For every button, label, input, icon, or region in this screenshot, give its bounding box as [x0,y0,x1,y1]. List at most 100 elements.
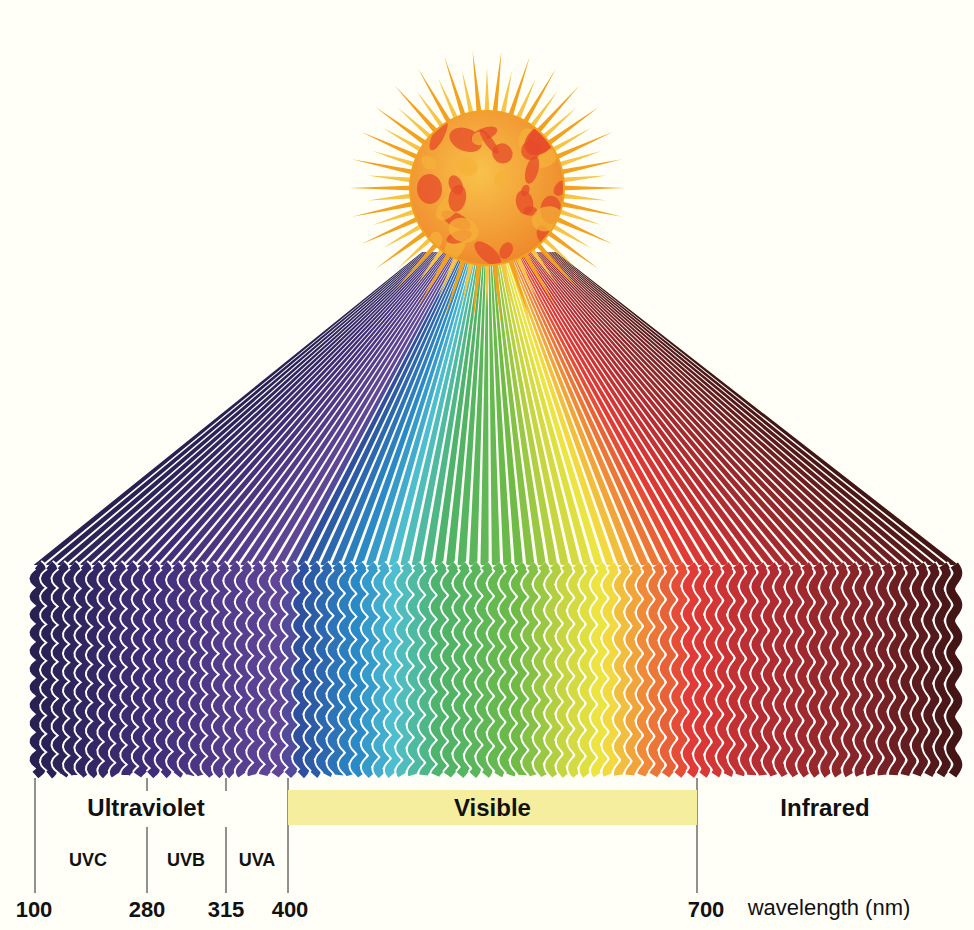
wave-gap [229,565,236,775]
uv-band-label: UVA [239,850,276,871]
wave-band [34,565,958,775]
fan-ray [531,252,798,565]
axis-ticks [35,778,697,893]
wave-gap [401,565,408,775]
wave-gap [424,565,431,775]
edge-mask [966,561,974,781]
fan-ray [550,252,924,565]
fan-ray [522,252,730,565]
fan-ray [546,252,901,565]
sun [349,51,625,325]
sun-ray [484,68,489,115]
fan-ray [540,252,856,565]
sun-ray [352,201,416,217]
fan-ray [525,252,752,565]
wave-gap [825,565,832,775]
sun-ray [500,259,512,306]
tick-line [35,778,36,893]
sun-ray [560,185,625,190]
wave-gap [527,565,534,775]
sun-ray [514,254,535,298]
sun-spot [453,153,481,179]
sun-spot [529,203,566,235]
wave-gap [217,565,224,775]
sun-spot [551,178,571,199]
tick-line [147,778,148,791]
sun-disc [410,111,564,265]
sun-spot [416,173,443,204]
wave-gap [504,565,511,775]
sun-ray [559,175,606,182]
wave-gap [458,565,465,775]
spectrum-band-box: Visible [288,790,697,825]
sun-ray [492,51,501,116]
wavelength-value: 315 [208,897,245,923]
sun-ray [507,257,530,320]
sun-ray [559,193,606,200]
wave-strand [412,565,419,775]
tick-line [226,827,227,893]
wave-gap [813,565,820,775]
sun-spot [445,214,482,247]
sun-spot [519,183,531,197]
sun-ray [507,57,530,120]
wave-gap [951,565,958,775]
sun-ray [349,185,414,190]
wave-gap [469,565,476,775]
tick-line [226,778,227,791]
wave-strand [790,565,797,775]
fan-ray [545,252,890,565]
band-label: Visible [454,794,531,822]
wave-gap [790,565,797,775]
uv-band-label: UVB [167,850,205,871]
fan-ray [541,252,866,565]
sun-ray [438,78,459,122]
wave-gap [492,565,499,775]
sun-ray [438,254,459,298]
sun-ray [558,159,622,175]
wave-strand [424,565,431,775]
wave-strand [767,565,774,775]
sun-ray [462,71,474,118]
wave-strand [458,565,465,775]
fan-ray [535,252,821,565]
wave-gap [447,565,454,775]
wave-gap [767,565,774,775]
wave-gap [515,565,522,775]
fan-ray [480,252,488,565]
wave-strand [229,565,236,775]
sun-spot [418,153,439,173]
sun-ray [368,193,415,200]
fan-ray [543,252,878,565]
wave-strand [481,565,488,775]
sun-ray [444,257,467,320]
wave-strand [504,565,511,775]
sun-rim [410,111,564,265]
sun-ray [395,240,440,290]
sun-ray [514,78,535,122]
tick-line [147,827,148,893]
light-fan [34,252,959,565]
wave-gap [779,565,786,775]
sun-ray [444,57,467,120]
sun-spot [446,183,468,213]
edge-mask [0,561,26,781]
region-label: Infrared [780,794,869,822]
fan-ray [548,252,913,565]
sun-spot [497,240,516,261]
sun-spot [491,166,513,190]
wave-strand [951,565,958,775]
wave-gap [802,565,809,775]
wave-strand [435,565,442,775]
sun-spot [477,127,501,156]
wave-gap [389,565,396,775]
sun-ray [473,51,482,116]
fan-ray [551,252,935,565]
wave-gap [435,565,442,775]
sun-ray [492,260,501,325]
axis-unit-label: wavelength (nm) [748,895,911,921]
wave-strand [825,565,832,775]
wave-gap [412,565,419,775]
wavelength-value: 100 [16,897,53,923]
wave-strand [527,565,534,775]
